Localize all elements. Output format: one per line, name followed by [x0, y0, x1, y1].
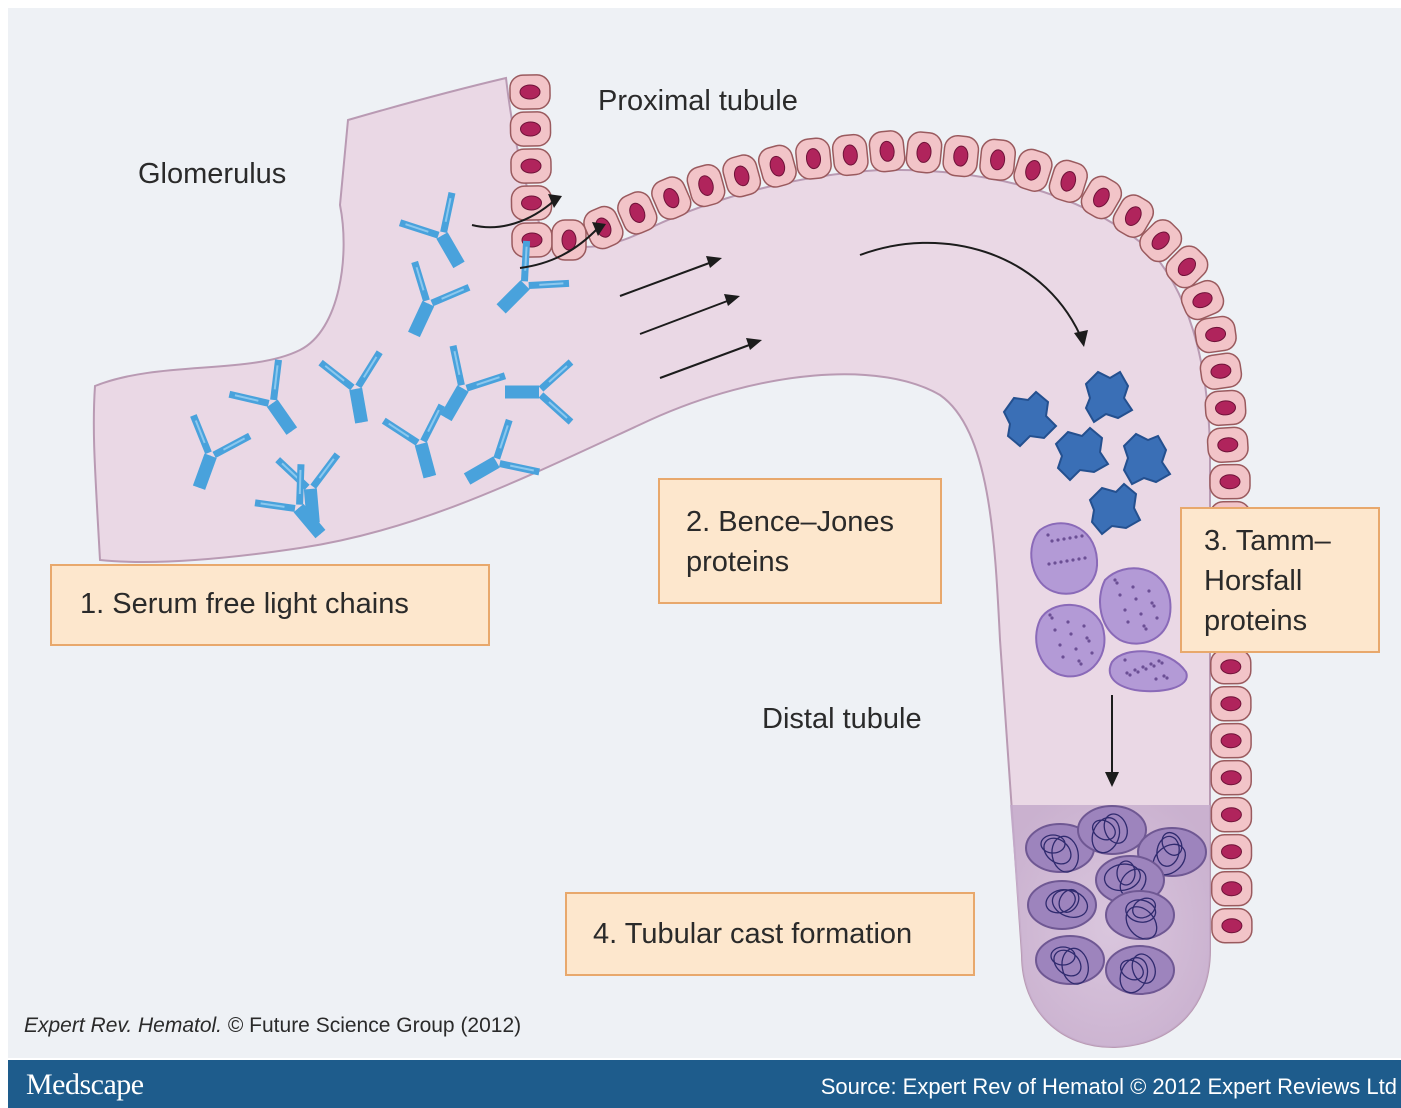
- epithelial-cell: [979, 138, 1017, 181]
- epithelial-cell: [1211, 835, 1251, 869]
- step3-line2: Horsfall: [1204, 561, 1378, 601]
- epithelial-cell: [942, 135, 980, 178]
- step2-line2: proteins: [686, 542, 940, 582]
- epithelial-cell: [868, 130, 906, 173]
- epithelial-cell: [1211, 687, 1251, 721]
- epithelial-cell: [1193, 315, 1237, 354]
- epithelial-cell: [831, 133, 869, 176]
- glomerulus-label: Glomerulus: [138, 158, 286, 190]
- epithelial-cell: [1211, 724, 1251, 758]
- th-protein: [1100, 568, 1170, 643]
- step1-text: 1. Serum free light chains: [80, 584, 488, 624]
- epithelial-cell: [905, 131, 943, 174]
- bj-aggregate: [1086, 372, 1132, 422]
- epithelial-cell: [1212, 909, 1252, 943]
- figure-credit: Expert Rev. Hematol. © Future Science Gr…: [24, 1014, 521, 1038]
- step3-box: 3. Tamm– Horsfall proteins: [1180, 507, 1380, 653]
- epithelial-cell: [512, 223, 552, 258]
- step1-box: 1. Serum free light chains: [50, 564, 490, 646]
- credit-journal: Expert Rev. Hematol.: [24, 1014, 222, 1037]
- step4-text: 4. Tubular cast formation: [593, 914, 973, 954]
- epithelial-cell: [1211, 761, 1251, 795]
- epithelial-cell: [1212, 872, 1252, 906]
- credit-rest: © Future Science Group (2012): [228, 1014, 521, 1037]
- epithelial-cell: [1211, 650, 1251, 684]
- epithelial-cell: [1207, 427, 1249, 463]
- epithelial-cell: [552, 220, 586, 260]
- epithelial-cell: [795, 137, 833, 180]
- distal-tubule-label: Distal tubule: [762, 703, 922, 735]
- footer-bar: Medscape Source: Expert Rev of Hematol ©…: [8, 1060, 1401, 1108]
- epithelial-cell: [1211, 798, 1251, 832]
- epithelial-cell: [1210, 465, 1250, 499]
- th-protein: [1031, 523, 1097, 594]
- step4-box: 4. Tubular cast formation: [565, 892, 975, 976]
- epithelial-cell: [1199, 352, 1243, 391]
- step2-box: 2. Bence–Jones proteins: [658, 478, 942, 604]
- th-protein: [1036, 605, 1104, 677]
- source-text: Source: Expert Rev of Hematol © 2012 Exp…: [821, 1074, 1397, 1100]
- epithelial-cell: [510, 75, 550, 110]
- step3-line3: proteins: [1204, 601, 1378, 641]
- step3-line1: 3. Tamm–: [1204, 521, 1378, 561]
- step2-line1: 2. Bence–Jones: [686, 502, 940, 542]
- tubular-cast: [1028, 881, 1096, 929]
- proximal-tubule-label: Proximal tubule: [598, 85, 798, 117]
- medscape-logo: Medscape: [26, 1068, 144, 1102]
- epithelial-cell: [510, 112, 550, 147]
- epithelial-cell: [511, 186, 551, 221]
- epithelial-cell: [1204, 390, 1246, 426]
- epithelial-cell: [511, 149, 551, 184]
